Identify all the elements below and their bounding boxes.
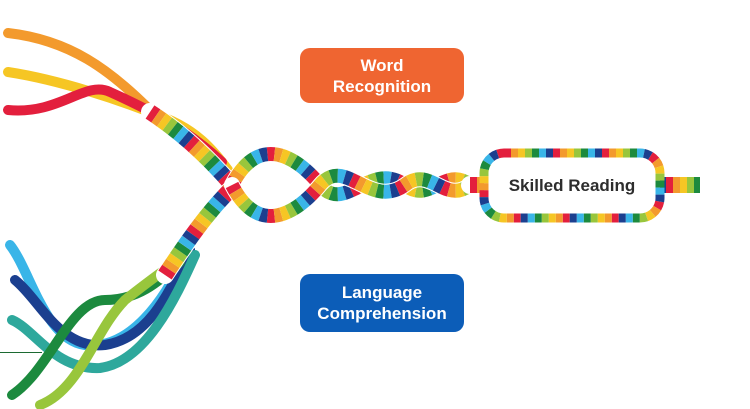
twist-b: [225, 168, 475, 223]
twist-b: [225, 168, 475, 223]
skilled-reading-border-strand: [479, 148, 665, 223]
skilled-reading-border-strand: [479, 148, 665, 223]
lower-rope: [158, 182, 238, 280]
upper-rope: [145, 105, 239, 191]
bottom-strand: [7, 250, 200, 374]
lower-rope: [158, 182, 238, 280]
skilled-reading-box: Skilled Reading: [489, 158, 655, 213]
edge-line: [0, 352, 42, 353]
skilled-reading-border-strand: [479, 148, 665, 223]
language-comprehension-strands: [5, 240, 200, 409]
language-comprehension-label: Language Comprehension: [300, 274, 464, 332]
twist-a: [225, 147, 475, 202]
upper-rope: [145, 105, 239, 191]
twist-b: [225, 168, 475, 223]
word-recognition-label: Word Recognition: [300, 48, 464, 103]
bottom-strand: [10, 245, 195, 351]
skilled-reading-label: Skilled Reading: [508, 175, 636, 195]
skilled-reading-border-strand: [479, 148, 665, 223]
